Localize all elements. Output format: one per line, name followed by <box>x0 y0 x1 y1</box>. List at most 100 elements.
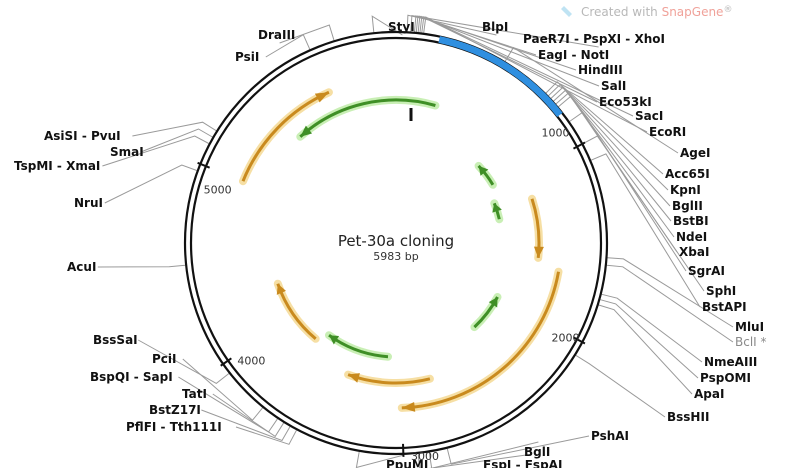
green-feature-arrow <box>470 293 502 332</box>
enzyme-label: DraIII <box>258 28 295 42</box>
enzyme-leader-line <box>555 92 675 238</box>
position-tick-mark <box>573 141 586 150</box>
enzyme-leader-line <box>415 15 577 71</box>
enzyme-leader-line <box>548 83 669 191</box>
enzyme-label: BstZ17I <box>149 403 201 417</box>
enzyme-leader-line <box>600 299 699 379</box>
position-tick-label: 2000 <box>552 331 580 344</box>
plasmid-backbone-inner <box>189 36 603 450</box>
plasmid-backbone-outer <box>183 30 609 456</box>
enzyme-label: BglI <box>524 445 550 459</box>
enzyme-leader-line <box>446 435 590 465</box>
enzyme-leader-line <box>550 86 671 207</box>
green-arrowhead-icon <box>328 335 340 345</box>
enzyme-label: SmaI <box>110 145 144 159</box>
enzyme-label: BclI * <box>735 335 767 349</box>
orange-feature-arrow <box>239 88 333 186</box>
enzyme-label: MluI <box>735 320 764 334</box>
position-tick-label: 4000 <box>237 354 265 367</box>
enzyme-label: Acc65I <box>665 167 710 181</box>
position-tick-mark <box>220 357 232 367</box>
orange-arrowhead-icon <box>348 373 360 383</box>
enzyme-leader-line <box>371 15 403 36</box>
enzyme-leader-line <box>582 135 705 292</box>
orange-arrowhead-icon <box>276 283 286 295</box>
feature-arrows <box>239 88 563 412</box>
watermark-prefix: Created with <box>581 5 662 19</box>
enzyme-label: AsiSI - PvuI <box>44 129 121 143</box>
watermark-brand: SnapGene <box>662 5 724 19</box>
position-tick-mark <box>197 161 211 169</box>
enzyme-label: PaeR7I - PspXI - XhoI <box>523 32 665 46</box>
enzyme-leader-line <box>97 264 186 268</box>
plasmid-name: Pet-30a cloning <box>338 232 454 250</box>
enzyme-leader-lines <box>97 14 734 468</box>
enzyme-label: NmeAIII <box>704 355 757 369</box>
enzyme-label: FspI - FspAI <box>483 458 562 468</box>
enzyme-label: NdeI <box>676 230 707 244</box>
enzyme-label: EagI - NotI <box>538 48 609 62</box>
enzyme-leader-line <box>553 89 672 222</box>
enzyme-leader-line <box>235 426 297 445</box>
enzyme-label: PshAI <box>591 429 629 443</box>
snapgene-watermark: Created with SnapGene® <box>561 5 732 19</box>
svg-text:Created with SnapGene®: Created with SnapGene® <box>581 5 732 19</box>
green-arrowhead-icon <box>492 203 502 213</box>
enzyme-label: SacI <box>635 109 663 123</box>
enzyme-leader-line <box>598 304 693 395</box>
enzyme-label: KpnI <box>670 183 701 197</box>
enzyme-leader-line <box>601 293 703 363</box>
enzyme-leader-line <box>428 441 539 468</box>
enzyme-leader-line <box>569 111 687 272</box>
enzyme-leader-line <box>421 15 634 117</box>
orange-feature-arrow <box>344 370 434 387</box>
enzyme-label: PsiI <box>235 50 259 64</box>
enzyme-leader-line <box>419 15 598 103</box>
enzyme-leader-line <box>575 354 666 418</box>
enzyme-label: SalI <box>601 79 626 93</box>
enzyme-label: BstAPI <box>702 300 747 314</box>
enzyme-label: TatI <box>182 387 207 401</box>
enzyme-leader-line <box>201 409 291 442</box>
orange-feature-arrow <box>528 194 544 262</box>
green-feature-arrow <box>296 95 440 141</box>
enzyme-leader-line <box>104 164 197 204</box>
position-ticks: 1000 2000 3000 4000 5000 <box>197 127 586 463</box>
enzyme-label: EcoRI <box>649 125 686 139</box>
enzyme-label: BstBI <box>673 214 709 228</box>
green-feature-arrow <box>490 199 504 224</box>
orange-arrowhead-icon <box>314 92 329 103</box>
enzyme-label: PspOMI <box>700 371 751 385</box>
enzyme-label: BspQI - SapI <box>90 370 173 384</box>
enzyme-leader-line <box>423 16 648 133</box>
green-arrowhead-icon <box>478 165 489 176</box>
enzyme-leader-line <box>102 135 210 167</box>
enzyme-label: TspMI - XmaI <box>14 159 100 173</box>
enzyme-label: PpuMI <box>386 458 428 468</box>
position-tick-label: 3000 <box>411 450 439 463</box>
orange-feature-arrow <box>397 267 563 412</box>
watermark-mark: ® <box>723 5 732 15</box>
enzyme-leader-line <box>406 14 497 36</box>
enzyme-label: AgeI <box>680 146 710 160</box>
enzyme-leader-line <box>137 339 230 384</box>
green-arrowhead-icon <box>488 296 498 308</box>
orange-arrowhead-icon <box>401 401 416 412</box>
enzyme-leader-line <box>410 15 599 48</box>
enzyme-label: PciI <box>152 352 177 366</box>
enzyme-label: StyI <box>388 20 415 34</box>
enzyme-leader-line <box>545 81 664 175</box>
enzyme-leader-line <box>182 358 263 421</box>
position-tick-label: 5000 <box>204 184 232 197</box>
enzyme-leader-line <box>606 264 734 343</box>
enzyme-label: ApaI <box>694 387 724 401</box>
orange-arrowhead-icon <box>533 246 544 258</box>
insert-region <box>438 36 563 118</box>
position-tick-label: 1000 <box>542 127 570 140</box>
enzyme-label: BssHII <box>667 410 709 424</box>
enzyme-label: PflFI - Tth111I <box>126 420 222 434</box>
enzyme-leader-line <box>178 376 278 433</box>
enzyme-label: SphI <box>706 284 736 298</box>
